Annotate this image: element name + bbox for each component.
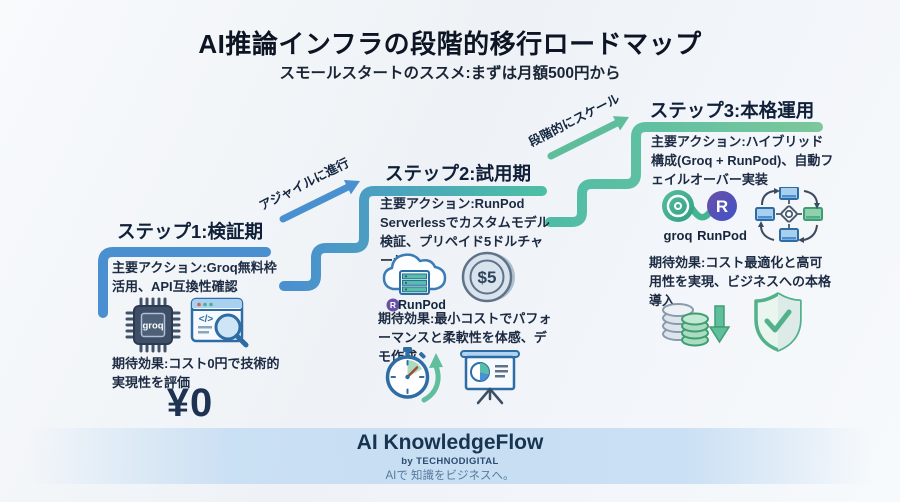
footer-band (0, 428, 900, 484)
agile-arrow-icon (279, 180, 360, 223)
footer-byline: by TECHNODIGITAL (401, 456, 499, 467)
footer-tagline: AIで 知識をビジネスへ。 (385, 470, 515, 482)
five-dollar-coin-icon: $5 (461, 251, 515, 303)
step-3-heading: ステップ3:本格運用 (649, 100, 815, 121)
scale-arrow-icon (547, 116, 629, 160)
groq-logo-label: groq (664, 228, 693, 243)
step-3-action: 主要アクション:ハイブリッド構成(Groq + RunPod)、自動フェイルオー… (651, 134, 834, 187)
step-1-action: 主要アクション:Groq無料枠活用、API互換性確認 (112, 260, 277, 294)
step-1-heading: ステップ1:検証期 (117, 221, 263, 242)
shield-check-icon (754, 292, 802, 352)
scale-arrow-label: 段階的にスケール (526, 90, 622, 149)
page-subtitle: スモールスタートのススメ:まずは月額500円から (279, 65, 621, 82)
runpod-logo-label: RunPod (697, 228, 747, 243)
chip-label: groq (142, 321, 163, 332)
failover-network-icon (755, 187, 823, 243)
footer-brand: AI KnowledgeFlow (356, 431, 544, 454)
runpod-label: RunPod (398, 298, 446, 312)
presentation-chart-icon (460, 350, 520, 405)
svg-text:</>: </> (199, 314, 214, 325)
coin-label: $5 (478, 268, 497, 287)
step-3-effect: 期待効果:コスト最適化と高可用性を実現、ビジネスへの本格導入 (649, 255, 832, 308)
stopwatch-icon (385, 347, 443, 403)
runpod-logo-letter: R (716, 197, 728, 216)
page-title: AI推論インフラの段階的移行ロードマップ (198, 29, 702, 59)
groq-runpod-logos-icon: R groq RunPod (662, 190, 747, 243)
runpod-badge: R (390, 300, 396, 310)
groq-chip-icon: groq (125, 297, 181, 353)
agile-arrow-label: アジャイルに進行 (256, 155, 351, 213)
step-1-effect: 期待効果:コスト0円で技術的実現性を評価 (112, 356, 280, 390)
step-2-heading: ステップ2:試用期 (385, 163, 531, 184)
code-search-icon: </> (190, 297, 249, 348)
runpod-cloud-icon: R RunPod (382, 253, 447, 312)
step-2-effect: 期待効果:最小コストでパフォーマンスと柔軟性を体感、デモ作成 (378, 311, 552, 364)
cost-down-coins-icon (662, 303, 731, 347)
step-1-price: ¥0 (166, 381, 214, 425)
